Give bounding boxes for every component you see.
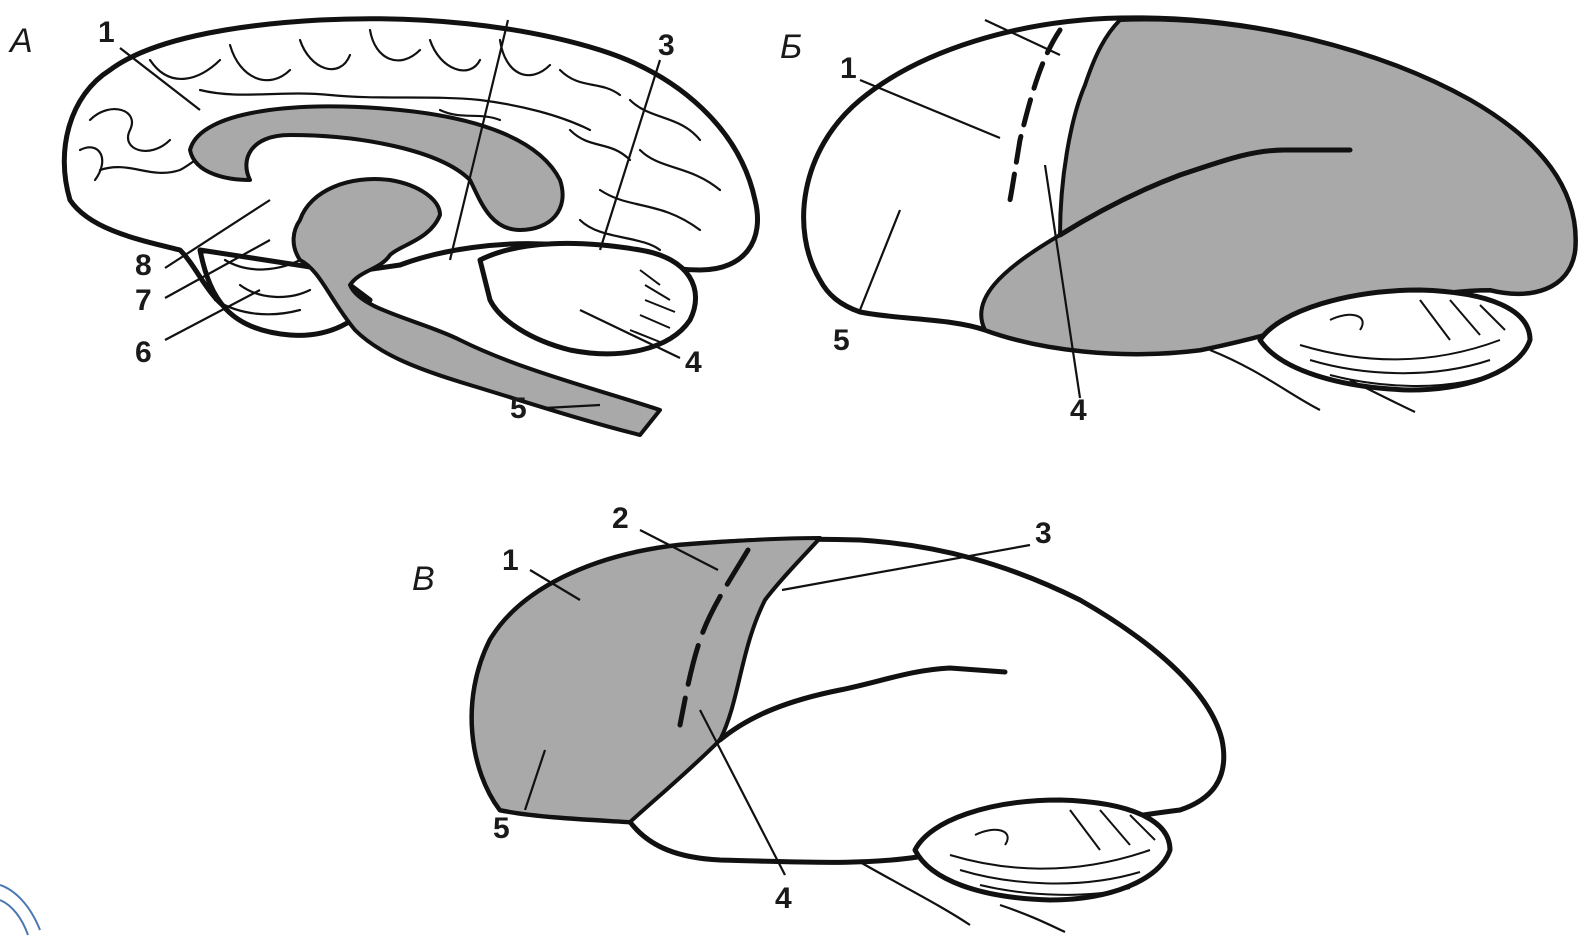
corner-decoration-icon bbox=[0, 885, 40, 935]
panel-c-label-2: 2 bbox=[612, 502, 629, 535]
panel-c-label-5: 5 bbox=[493, 812, 510, 845]
panel-b-label-5: 5 bbox=[833, 324, 850, 357]
panel-a-label-8: 8 bbox=[135, 249, 152, 282]
panel-a-label-1: 1 bbox=[98, 16, 115, 49]
panel-a-label-3: 3 bbox=[658, 29, 675, 62]
panel-a: А bbox=[8, 16, 758, 435]
panel-a-letter: А bbox=[8, 22, 33, 60]
panel-a-label-5: 5 bbox=[510, 392, 527, 425]
panel-c-letter: В bbox=[412, 560, 435, 598]
panel-a-label-7: 7 bbox=[135, 284, 152, 317]
panel-c-label-4: 4 bbox=[775, 882, 792, 915]
panel-a-label-6: 6 bbox=[135, 336, 152, 369]
panel-b-letter: Б bbox=[780, 28, 802, 66]
panel-a-cerebellum bbox=[480, 243, 696, 353]
panel-c: В 1 2 3 5 4 bbox=[412, 502, 1224, 932]
panel-b-label-1: 1 bbox=[840, 52, 857, 85]
panel-c-label-3: 3 bbox=[1035, 517, 1052, 550]
panel-b-label-4: 4 bbox=[1070, 394, 1087, 427]
panel-a-label-4: 4 bbox=[685, 346, 702, 379]
panel-b: Б 1 5 4 bbox=[780, 18, 1575, 427]
panel-c-label-1: 1 bbox=[502, 544, 519, 577]
